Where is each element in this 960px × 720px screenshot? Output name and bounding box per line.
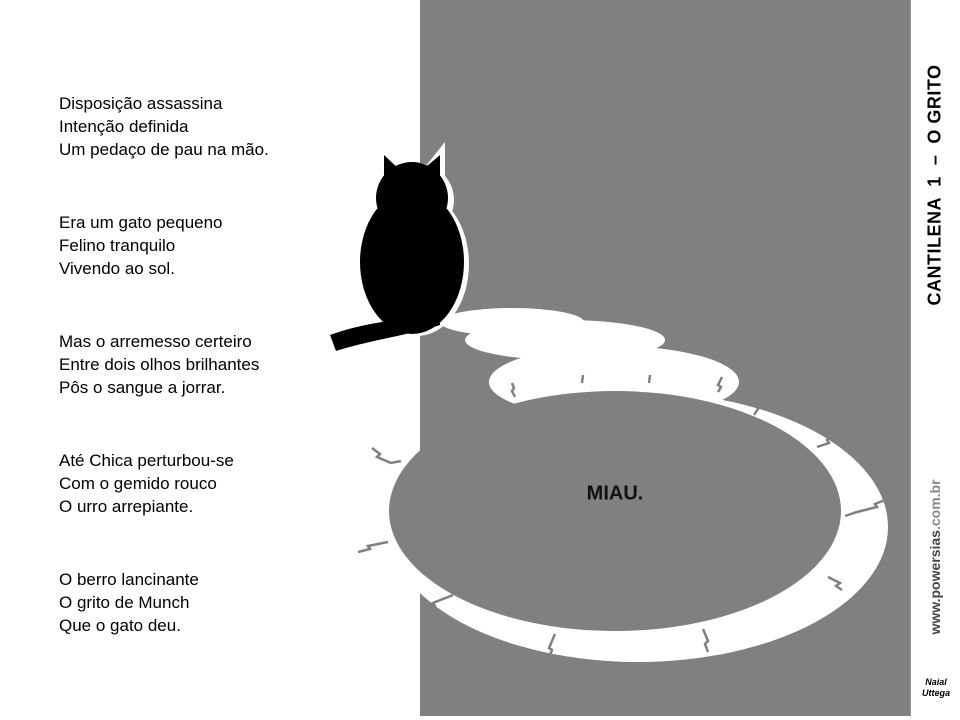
- scream-splash: [357, 308, 888, 662]
- poem-line: Até Chica perturbou-se: [59, 451, 234, 470]
- poem-line: O grito de Munch: [59, 593, 190, 612]
- poem-line: Pôs o sangue a jorrar.: [59, 378, 226, 397]
- poem-line: Com o gemido rouco: [59, 474, 217, 493]
- poem-line: Vivendo ao sol.: [59, 259, 175, 278]
- site-url: www.powersias.com.br: [927, 479, 943, 634]
- cat-silhouette: [330, 155, 464, 351]
- stanza-4: Até Chica perturbou-se Com o gemido rouc…: [59, 449, 269, 518]
- poem-line: Entre dois olhos brilhantes: [59, 355, 260, 374]
- poem-line: Disposição assassina: [59, 94, 223, 113]
- poem-line: O urro arrepiante.: [59, 497, 194, 516]
- stanza-2: Era um gato pequeno Felino tranquilo Viv…: [59, 211, 269, 280]
- stanza-5: O berro lancinante O grito de Munch Que …: [59, 568, 269, 637]
- poem-line: Que o gato deu.: [59, 616, 181, 635]
- poem-line: Era um gato pequeno: [59, 213, 223, 232]
- author-first: Naial: [925, 677, 947, 687]
- author-last: Uttega: [921, 688, 950, 698]
- poem-line: Um pedaço de pau na mão.: [59, 140, 269, 159]
- site-www: www.: [927, 598, 943, 635]
- poem-line: O berro lancinante: [59, 570, 199, 589]
- site-domain: .com.br: [927, 479, 943, 531]
- page-title: CANTILENA 1 – O GRITO: [924, 64, 945, 306]
- sound-text: MIAU.: [586, 482, 644, 505]
- author: Naial Uttega: [913, 677, 959, 699]
- poem-line: Felino tranquilo: [59, 236, 176, 255]
- poem-line: Intenção definida: [59, 117, 189, 136]
- stanza-3: Mas o arremesso certeiro Entre dois olho…: [59, 330, 269, 399]
- poem: Disposição assassina Intenção definida U…: [59, 92, 269, 687]
- site-name: powersias: [927, 530, 943, 599]
- poem-line: Mas o arremesso certeiro: [59, 332, 252, 351]
- stanza-1: Disposição assassina Intenção definida U…: [59, 92, 269, 161]
